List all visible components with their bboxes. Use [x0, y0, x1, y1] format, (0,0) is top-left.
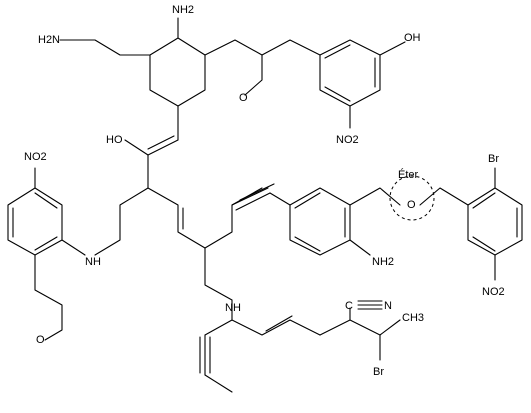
label-nitrile-c: C: [345, 300, 353, 312]
label-nh2-top: NH2: [172, 4, 194, 16]
label-no2-right: NO2: [482, 286, 505, 298]
label-br-right: Br: [488, 153, 499, 165]
label-br-bottom: Br: [373, 366, 384, 378]
bond-lines: [7, 17, 523, 393]
label-oh-right: OH: [404, 32, 421, 44]
label-nh-bottom: NH: [225, 302, 241, 314]
label-ome-left-o: O: [36, 334, 45, 346]
label-no2-left: NO2: [24, 151, 47, 163]
label-nitrile-n: N: [384, 300, 392, 312]
ether-annotation: Éter: [398, 168, 419, 181]
ether-highlight-circle: [389, 175, 435, 221]
label-ch3: CH3: [402, 312, 424, 324]
label-ome-o: O: [239, 92, 248, 104]
label-nh-left: NH: [85, 256, 101, 268]
label-ether-o: O: [407, 199, 416, 211]
label-no2-top-ring: NO2: [336, 134, 359, 146]
label-h2n-left: H2N: [38, 34, 60, 46]
label-enol-oh: HO: [106, 134, 123, 146]
label-nh2-mid: NH2: [372, 256, 394, 268]
